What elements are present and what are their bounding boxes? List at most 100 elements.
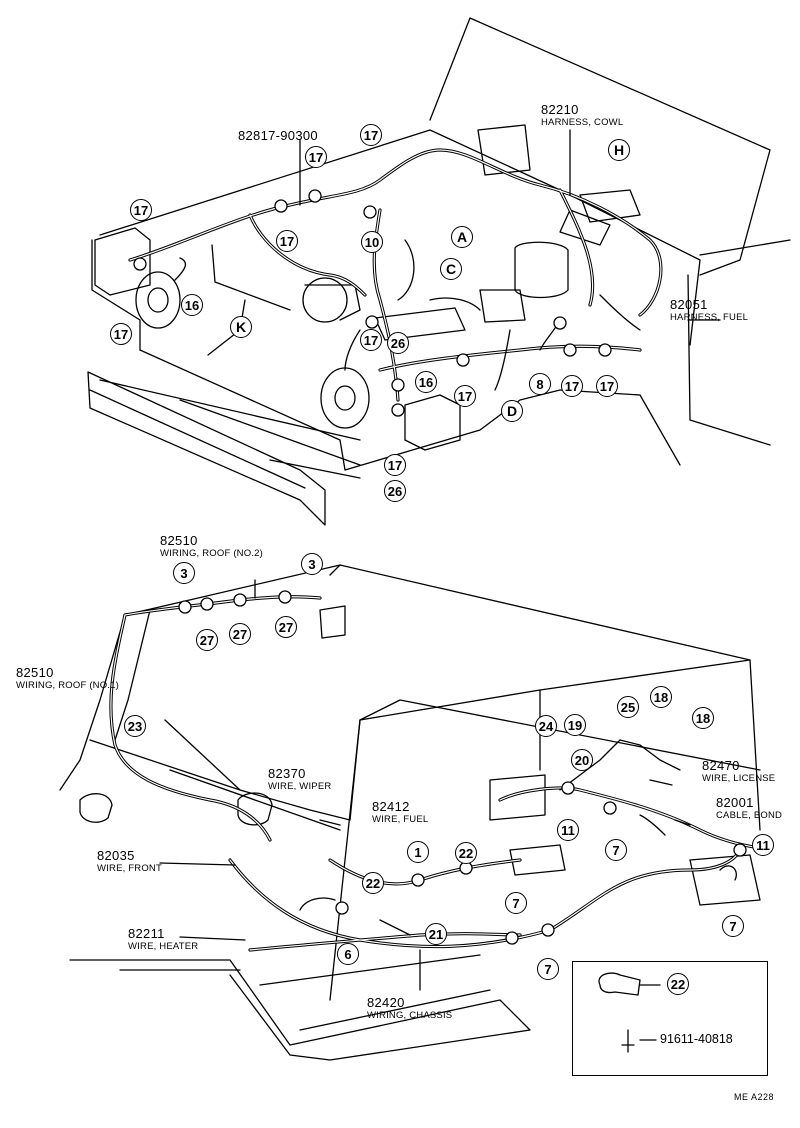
label-roof-no2: 82510 WIRING, ROOF (NO.2) (160, 534, 263, 560)
part-number: 82510 (16, 665, 54, 680)
callout-letter: K (230, 316, 252, 338)
part-description: HARNESS, FUEL (670, 312, 749, 323)
roof-outline (59, 564, 761, 831)
body-left (91, 239, 141, 351)
part-description: WIRING, CHASSIS (367, 1010, 453, 1021)
rear-tank (689, 854, 761, 906)
part-number: 82412 (372, 799, 410, 814)
callout: 27 (229, 623, 251, 645)
callout: 17 (305, 146, 327, 168)
part-number: 82035 (97, 848, 135, 863)
callout: 1 (407, 841, 429, 863)
callout: 20 (571, 749, 593, 771)
part-description: WIRING, ROOF (NO.2) (160, 548, 264, 559)
callout: 22 (362, 872, 384, 894)
label-82817: 82817-90300 (238, 129, 318, 142)
callout-letter: H (608, 139, 630, 161)
fender-right (687, 274, 771, 446)
callout: 17 (561, 375, 583, 397)
part-number: 82211 (128, 926, 165, 941)
cowl-box-2 (579, 189, 641, 223)
label-wire-front: 82035 WIRE, FRONT (97, 849, 162, 875)
clip-drawing (598, 972, 661, 996)
callout: 16 (415, 371, 437, 393)
part-description: WIRING, ROOF (NO.1) (16, 680, 120, 691)
part-number: 82210 (541, 102, 579, 117)
heater-motor (79, 793, 113, 823)
callout: 26 (387, 332, 409, 354)
callout-letter: D (501, 400, 523, 422)
callout: 10 (361, 231, 383, 253)
callout: 27 (196, 629, 218, 651)
callout: 17 (454, 385, 476, 407)
part-number: 82470 (702, 758, 740, 773)
callout: 18 (650, 686, 672, 708)
label-harness-fuel: 82051 HARNESS, FUEL (670, 298, 748, 324)
distributor (514, 241, 569, 299)
license-box (489, 774, 546, 821)
part-description: HARNESS, COWL (541, 117, 624, 128)
chassis-harness-2 (248, 932, 522, 952)
callout: 6 (337, 943, 359, 965)
bumper-inner (89, 389, 306, 489)
callout-letter: A (451, 226, 473, 248)
part-number: 82051 (670, 297, 708, 312)
callout: 18 (692, 707, 714, 729)
battery-box (94, 227, 151, 296)
cowl-box-1 (477, 124, 531, 176)
part-number: 82370 (268, 766, 306, 781)
fuse-box (559, 209, 611, 246)
part-description: CABLE, BOND (716, 810, 783, 821)
callout: 19 (564, 714, 586, 736)
callout: 21 (425, 923, 447, 945)
label-roof-no1: 82510 WIRING, ROOF (NO.1) (16, 666, 119, 692)
callout: 22 (455, 842, 477, 864)
hood-outline (429, 17, 771, 276)
bumper-lower (99, 379, 361, 479)
callout: 17 (130, 199, 152, 221)
callout: 11 (752, 834, 774, 856)
label-wire-wiper: 82370 WIRE, WIPER (268, 767, 331, 793)
roof-lamp (319, 605, 346, 639)
part-number: 82817-90300 (238, 128, 318, 143)
label-bolt: 91611-40818 (660, 1032, 733, 1046)
battery-right (404, 394, 461, 451)
part-number: 82001 (716, 795, 754, 810)
callout: 7 (505, 892, 527, 914)
callout: 26 (384, 480, 406, 502)
part-description: WIRE, FUEL (372, 814, 429, 825)
fender-line (699, 239, 791, 256)
callout: 11 (557, 819, 579, 841)
part-number: 82420 (367, 995, 405, 1010)
part-description: WIRE, FRONT (97, 863, 162, 874)
callout: 24 (535, 715, 557, 737)
callout: 25 (617, 696, 639, 718)
callout: 17 (596, 375, 618, 397)
callout-letter: C (440, 258, 462, 280)
body-bottom (139, 349, 681, 471)
callout: 17 (360, 124, 382, 146)
callout: 17 (276, 230, 298, 252)
part-description: WIRE, WIPER (268, 781, 332, 792)
detail-inset (572, 961, 768, 1076)
label-cable-bond: 82001 CABLE, BOND (716, 796, 782, 822)
label-wire-fuel: 82412 WIRE, FUEL (372, 800, 428, 826)
bracket-k (211, 244, 291, 311)
callout: 3 (173, 562, 195, 584)
label-harness-cowl: 82210 HARNESS, COWL (541, 103, 623, 129)
part-number: 82510 (160, 533, 198, 548)
bumper (87, 371, 326, 526)
bolt-drawing (621, 1029, 657, 1053)
relay-block (374, 307, 466, 341)
callout: 3 (301, 553, 323, 575)
callout: 22 (667, 973, 689, 995)
drawing-code: ME A228 (733, 1092, 774, 1102)
part-description: WIRE, LICENSE (702, 773, 776, 784)
callout: 17 (360, 329, 382, 351)
horn-bottom (320, 367, 370, 429)
sender-box (509, 844, 566, 876)
wiper-motor (237, 792, 273, 826)
callout: 27 (275, 616, 297, 638)
label-wiring-chassis: 82420 WIRING, CHASSIS (367, 996, 452, 1022)
